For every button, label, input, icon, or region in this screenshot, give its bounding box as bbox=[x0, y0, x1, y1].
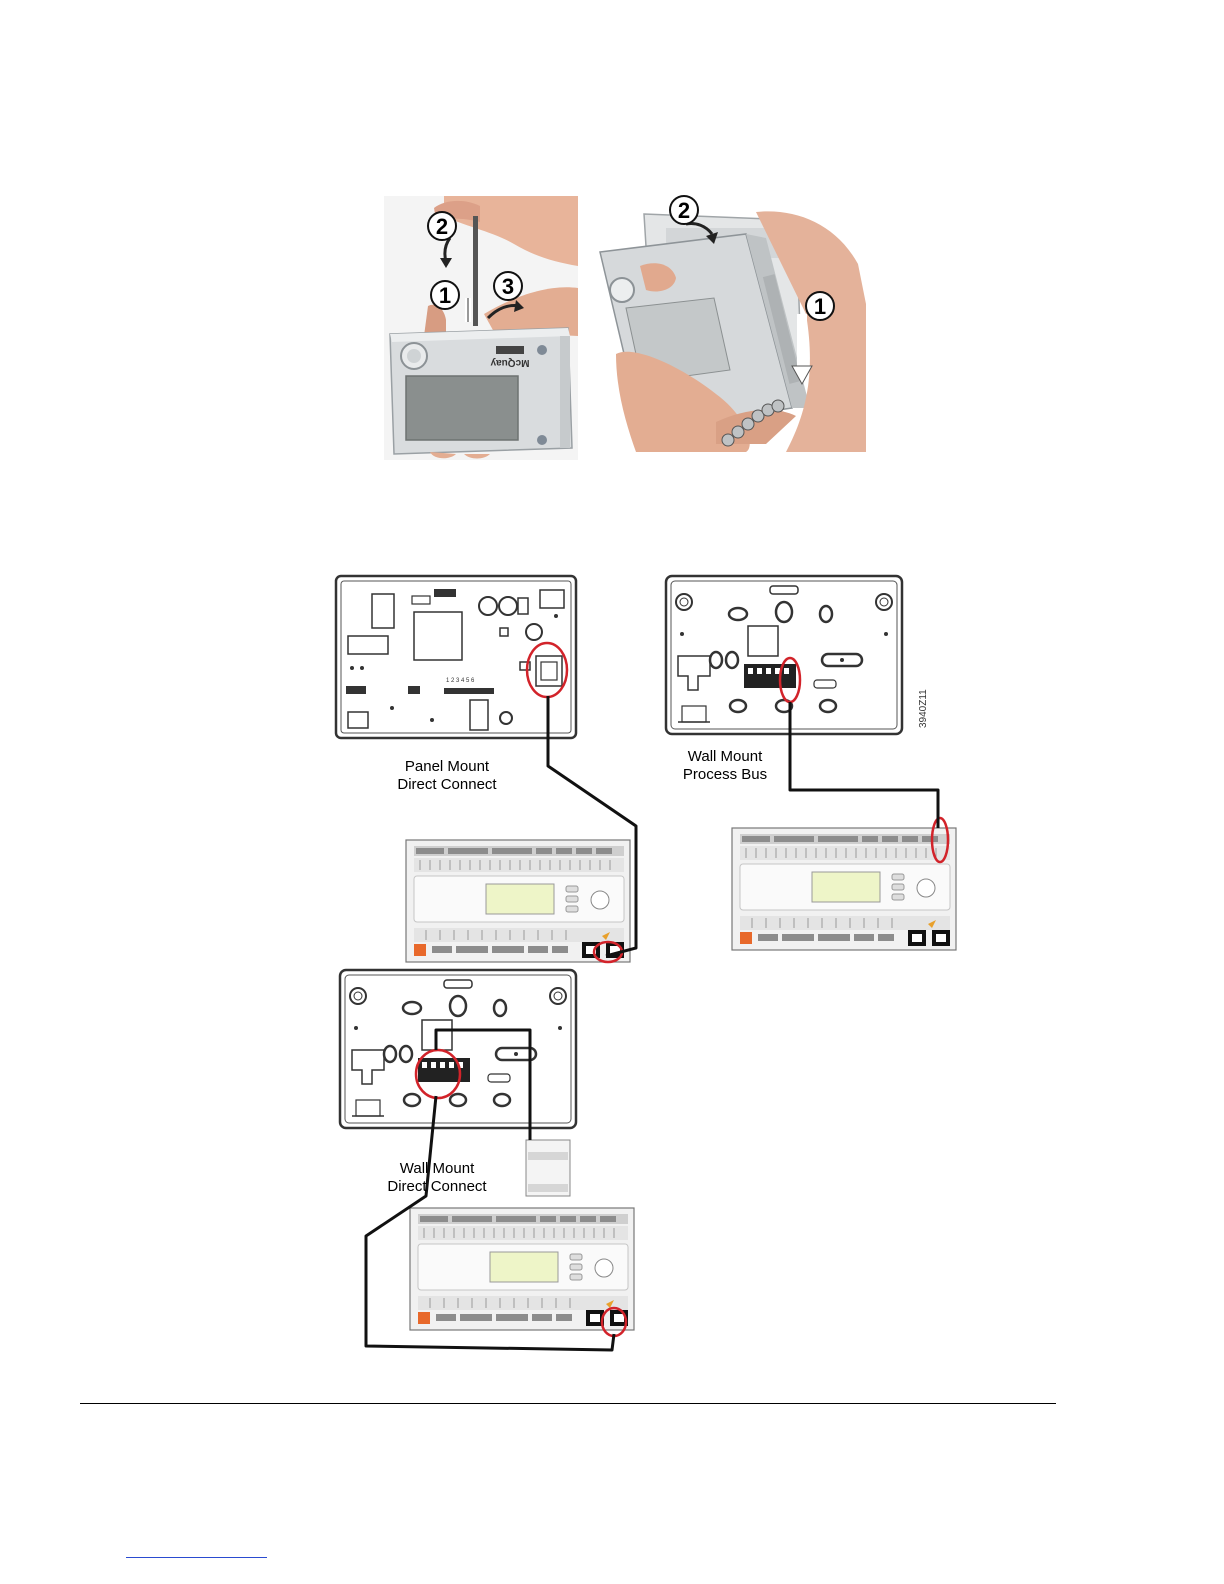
svg-text:1 2 3 4 5 6: 1 2 3 4 5 6 bbox=[446, 678, 475, 684]
controller-panel-direct bbox=[406, 840, 630, 962]
caption-panel-mount-direct-connect: Panel Mount Direct Connect bbox=[372, 758, 522, 794]
caption-line-1: Panel Mount bbox=[372, 758, 522, 776]
wall-mount-process-bus-board bbox=[666, 576, 902, 734]
caption-line-2: Direct Connect bbox=[362, 1178, 512, 1196]
controller-wall-direct bbox=[410, 1208, 634, 1330]
controller-process-bus bbox=[732, 828, 956, 950]
panel-mount-board: 1 2 3 4 5 6 bbox=[336, 576, 576, 738]
caption-line-1: Wall Mount bbox=[362, 1160, 512, 1178]
caption-line-1: Wall Mount bbox=[650, 748, 800, 766]
wall-mount-direct-board bbox=[340, 970, 576, 1128]
footer-rule bbox=[80, 1403, 1056, 1404]
junction-box bbox=[526, 1140, 570, 1196]
figure-code: 3940Z11 bbox=[918, 689, 929, 728]
caption-line-2: Direct Connect bbox=[372, 776, 522, 794]
caption-line-2: Process Bus bbox=[650, 766, 800, 784]
caption-wall-mount-direct-connect: Wall Mount Direct Connect bbox=[362, 1160, 512, 1196]
caption-wall-mount-process-bus: Wall Mount Process Bus bbox=[650, 748, 800, 784]
footer-link-underline[interactable] bbox=[126, 1557, 267, 1558]
